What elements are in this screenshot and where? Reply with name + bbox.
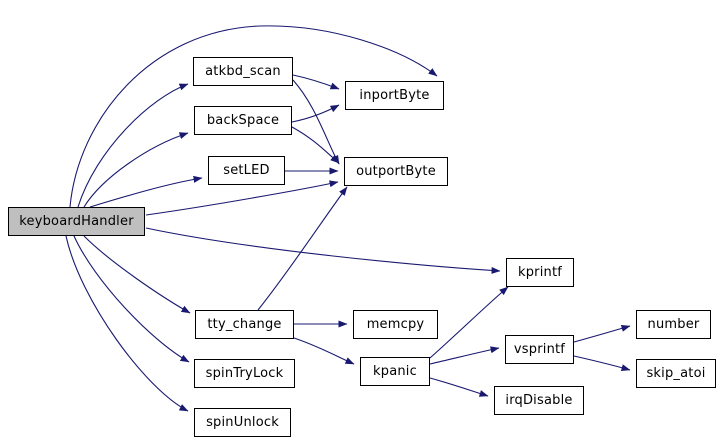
graph-node-irqDisable[interactable]: irqDisable (494, 386, 584, 415)
graph-edge-vsprintf-to-number (573, 324, 631, 343)
graph-edge-keyboardHandler-to-kprintf (145, 227, 501, 274)
graph-node-atkbd_scan[interactable]: atkbd_scan (193, 57, 293, 86)
graph-node-kpanic[interactable]: kpanic (360, 357, 430, 386)
graph-edge-kpanic-to-irqDisable (429, 377, 489, 397)
graph-node-spinUnlock[interactable]: spinUnlock (194, 408, 291, 437)
graph-node-skip_atoi[interactable]: skip_atoi (636, 359, 716, 388)
graph-node-tty_change[interactable]: tty_change (195, 310, 294, 339)
graph-edge-tty_change-to-kpanic (293, 337, 355, 365)
graph-node-vsprintf[interactable]: vsprintf (505, 335, 574, 364)
graph-edge-kpanic-to-kprintf (429, 286, 509, 359)
graph-edge-keyboardHandler-to-atkbd_scan (77, 83, 189, 208)
graph-node-spinTryLock[interactable]: spinTryLock (194, 359, 295, 388)
graph-edge-keyboardHandler-to-tty_change (83, 235, 191, 314)
graph-edge-backSpace-to-inportByte (291, 104, 340, 123)
graph-edges (65, 25, 631, 412)
graph-node-kprintf[interactable]: kprintf (506, 258, 574, 287)
graph-edge-atkbd_scan-to-inportByte (292, 74, 340, 90)
graph-edge-keyboardHandler-to-setLED (89, 175, 203, 208)
graph-node-memcpy[interactable]: memcpy (353, 310, 438, 339)
graph-edge-keyboardHandler-to-outportByte (145, 180, 339, 216)
graph-node-inportByte[interactable]: inportByte (345, 81, 444, 110)
graph-edge-keyboardHandler-to-spinTryLock (73, 235, 190, 363)
graph-edge-vsprintf-to-skip_atoi (573, 355, 631, 372)
graph-edge-atkbd_scan-to-outportByte (292, 79, 340, 165)
graph-edge-keyboardHandler-to-backSpace (83, 132, 189, 208)
graph-node-outportByte[interactable]: outportByte (344, 157, 448, 186)
graph-edge-kpanic-to-vsprintf (429, 346, 500, 365)
graph-node-number[interactable]: number (636, 310, 711, 339)
graph-edge-keyboardHandler-to-inportByte (69, 25, 438, 208)
graph-edge-keyboardHandler-to-spinUnlock (65, 235, 189, 412)
graph-node-keyboardHandler[interactable]: keyboardHandler (8, 207, 145, 236)
graph-node-backSpace[interactable]: backSpace (194, 106, 292, 135)
graph-node-setLED[interactable]: setLED (208, 156, 285, 185)
graph-edge-tty_change-to-outportByte (257, 186, 348, 311)
graph-edge-backSpace-to-outportByte (291, 126, 340, 164)
